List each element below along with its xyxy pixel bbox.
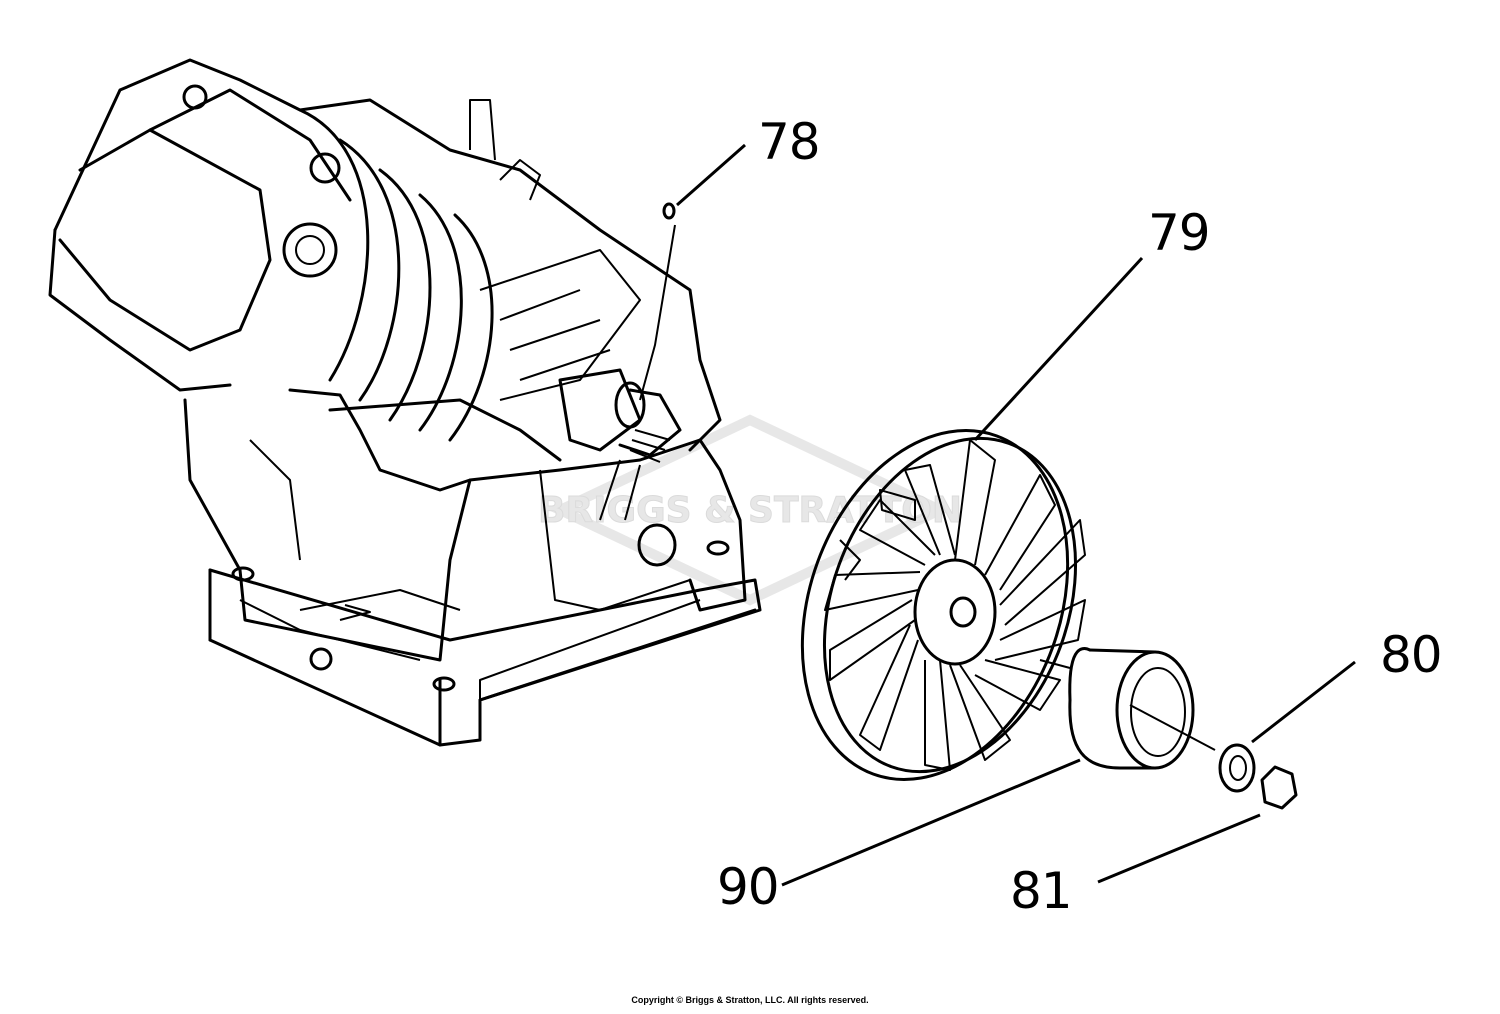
leader-78 bbox=[676, 143, 746, 207]
leader-80 bbox=[1251, 660, 1356, 744]
part-80-washer bbox=[1218, 743, 1256, 793]
part-81-nut bbox=[1260, 765, 1298, 810]
leader-79 bbox=[973, 256, 1144, 442]
leader-81 bbox=[1097, 813, 1261, 884]
part-79-flywheel bbox=[800, 429, 1086, 781]
callout-79: 79 bbox=[1148, 204, 1211, 262]
leader-90 bbox=[781, 758, 1081, 887]
callout-81: 81 bbox=[1010, 862, 1073, 920]
copyright-notice: Copyright © Briggs & Stratton, LLC. All … bbox=[631, 995, 869, 1005]
callout-80: 80 bbox=[1380, 626, 1443, 684]
part-78-key bbox=[662, 202, 676, 220]
leader-lines bbox=[676, 143, 1356, 887]
callout-90: 90 bbox=[717, 858, 780, 916]
part-90-sleeve bbox=[1039, 647, 1216, 770]
engine-block bbox=[48, 58, 762, 747]
callout-78: 78 bbox=[758, 113, 821, 171]
